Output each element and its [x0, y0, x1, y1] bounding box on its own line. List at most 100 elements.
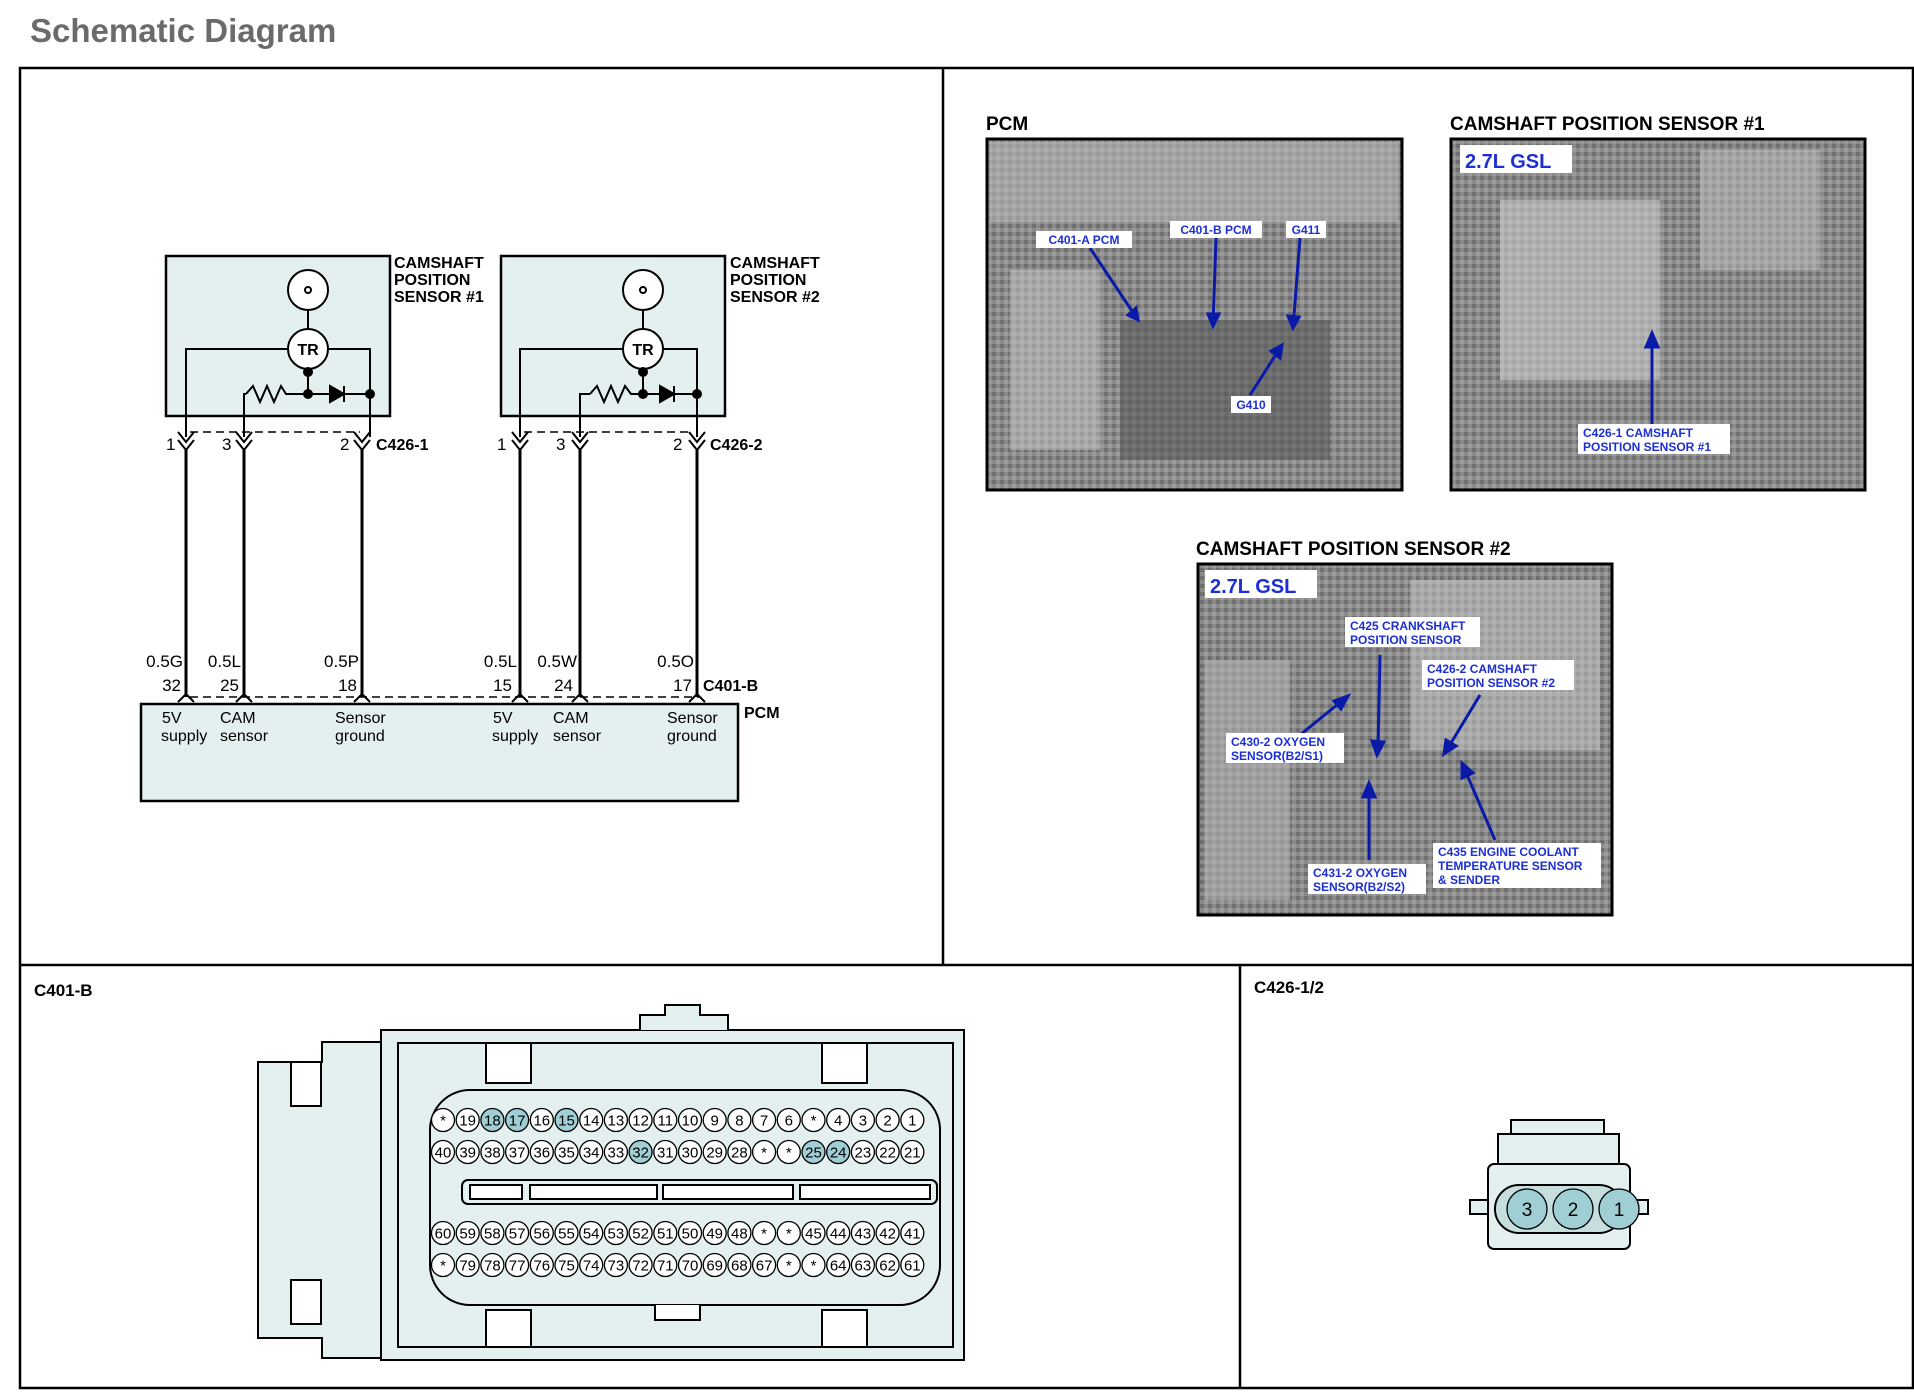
pin: 3: [850, 1107, 876, 1133]
callout-g411: G411: [1292, 223, 1321, 237]
pin: 30: [677, 1139, 703, 1165]
callout-c425-line2: POSITION SENSOR: [1350, 633, 1462, 647]
callout-c4262-line2: POSITION SENSOR #2: [1427, 676, 1555, 690]
pin: 67: [751, 1252, 777, 1278]
pin-number: 35: [558, 1144, 575, 1161]
pin: 40: [430, 1139, 456, 1165]
pin-number: 32: [632, 1144, 649, 1161]
pin-number: 25: [805, 1144, 822, 1161]
pin-number: 38: [484, 1144, 501, 1161]
pin-circle: [653, 1220, 678, 1246]
photo-cam1-callout-line1: C426-1 CAMSHAFT: [1583, 426, 1694, 440]
pin-circle: [727, 1220, 752, 1246]
sensor2-pin: 1: [497, 435, 506, 454]
pin-number: 13: [608, 1112, 625, 1129]
pin-number: 34: [583, 1144, 600, 1161]
photo-cam1-badge: 2.7L GSL: [1465, 151, 1551, 173]
pin: 79: [455, 1252, 480, 1278]
pin: 70: [677, 1252, 703, 1278]
pin: 56: [529, 1220, 554, 1246]
pin-number: 50: [682, 1225, 699, 1242]
pin-number: 10: [682, 1112, 699, 1129]
pin-number: 1: [908, 1112, 916, 1129]
pin: 50: [677, 1220, 703, 1246]
pin: 1: [1598, 1188, 1640, 1230]
pin-number: 2: [883, 1112, 891, 1129]
pin-number: *: [440, 1257, 446, 1274]
connector-c426-2-label: C426-2: [710, 437, 763, 454]
pin: 72: [628, 1252, 653, 1278]
pin-number: 62: [879, 1257, 896, 1274]
pin-circle: [554, 1252, 579, 1278]
photo-cam2-title: CAMSHAFT POSITION SENSOR #2: [1196, 539, 1511, 560]
wire-color: 0.5L: [208, 652, 241, 671]
pcm-label: PCM: [744, 705, 780, 722]
pin: *: [430, 1107, 456, 1133]
pin-circle: [504, 1252, 530, 1278]
pin-circle: [751, 1107, 777, 1133]
photo-cam2: CAMSHAFT POSITION SENSOR #2 2.7L GSL C42…: [1196, 539, 1614, 917]
pin-number: 16: [533, 1112, 550, 1129]
photo-pcm: PCM C401-A PCM C401-B PCM G411 G410: [985, 114, 1404, 492]
pin-number: 3: [859, 1112, 867, 1129]
pin: 34: [579, 1139, 604, 1165]
pin: 16: [529, 1107, 554, 1133]
pin: 36: [529, 1139, 554, 1165]
pin: 1: [900, 1107, 925, 1133]
pin: *: [430, 1252, 456, 1278]
pin-number: 43: [855, 1225, 872, 1242]
pin-number: 40: [435, 1144, 452, 1161]
pin: 39: [455, 1139, 480, 1165]
pin: 53: [603, 1220, 629, 1246]
pin-circle: [504, 1139, 530, 1165]
pin-circle: [801, 1220, 826, 1246]
pin: 71: [653, 1252, 678, 1278]
pin-number: 72: [632, 1257, 649, 1274]
pin: 37: [504, 1139, 530, 1165]
pin: 35: [554, 1139, 579, 1165]
pin-number: 53: [608, 1225, 625, 1242]
pin-number: 41: [904, 1225, 921, 1242]
pin: 73: [603, 1252, 629, 1278]
pin-number: 56: [533, 1225, 550, 1242]
pin-number: 55: [558, 1225, 575, 1242]
pcm-function: Sensor: [667, 710, 718, 727]
connector-c426-chevrons: [177, 431, 706, 452]
pin-number: 60: [435, 1225, 452, 1242]
pcm-function: ground: [667, 728, 717, 745]
callout-c4302-line1: C430-2 OXYGEN: [1231, 735, 1325, 749]
wire-color: 0.5W: [537, 652, 577, 671]
pin: *: [776, 1252, 801, 1278]
pin-circle: [850, 1252, 876, 1278]
pin-number: 8: [735, 1112, 743, 1129]
pcm-function: CAM: [553, 710, 589, 727]
pin-circle: [751, 1220, 777, 1246]
pin-circle: [900, 1220, 925, 1246]
pin: 77: [504, 1252, 530, 1278]
pin: *: [801, 1252, 826, 1278]
callout-c4312-line2: SENSOR(B2/S2): [1313, 880, 1405, 894]
pin-number: 54: [583, 1225, 600, 1242]
callout-c401b: C401-B PCM: [1180, 223, 1251, 237]
pin: 2: [875, 1107, 900, 1133]
pin-circle: [826, 1220, 851, 1246]
pin-number: 79: [459, 1257, 476, 1274]
pin: 13: [603, 1107, 629, 1133]
pcm-pin: 32: [162, 676, 181, 695]
pin: 12: [628, 1107, 653, 1133]
pin-circle: [801, 1107, 826, 1133]
pin-circle: [875, 1107, 900, 1133]
pin-number: 31: [657, 1144, 674, 1161]
pin-circle: [480, 1252, 505, 1278]
pin-circle: [702, 1252, 727, 1278]
pin: 32: [628, 1139, 653, 1165]
pcm-function: 5V: [162, 710, 182, 727]
pin: *: [776, 1220, 801, 1246]
pin-number: 78: [484, 1257, 501, 1274]
pin-circle: [579, 1252, 604, 1278]
pin-number: 52: [632, 1225, 649, 1242]
pin-number: 45: [805, 1225, 822, 1242]
pin-number: 11: [658, 1112, 674, 1129]
pin: 57: [504, 1220, 530, 1246]
